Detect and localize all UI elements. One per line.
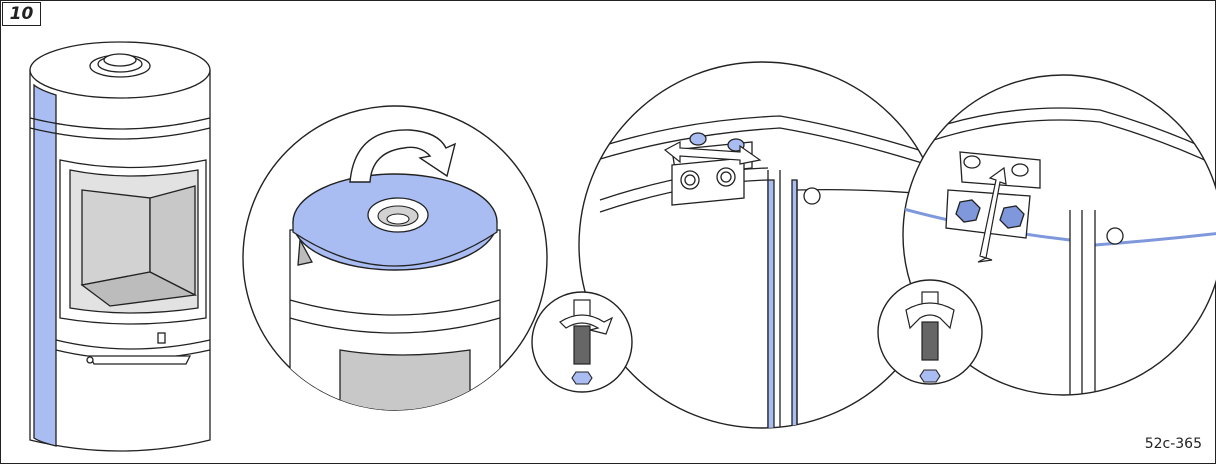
bracket-adjust-detail: [902, 74, 1216, 396]
side-panel-highlight: [33, 83, 57, 447]
reference-code: 52c-365: [1144, 436, 1202, 452]
bracket-loosen-detail: [578, 61, 946, 429]
curved-arrow-icon: [349, 129, 457, 183]
step-number: 10: [9, 4, 34, 24]
screwdriver-rotate-icon: [531, 291, 633, 393]
screwdriver-tighten-icon: [877, 279, 983, 385]
stove-overview: [29, 41, 211, 452]
seam-highlight: [767, 179, 775, 428]
double-arrow-icon: [663, 141, 762, 165]
step-number-box: 10: [2, 2, 41, 26]
lid-rotation-detail: [242, 105, 548, 411]
